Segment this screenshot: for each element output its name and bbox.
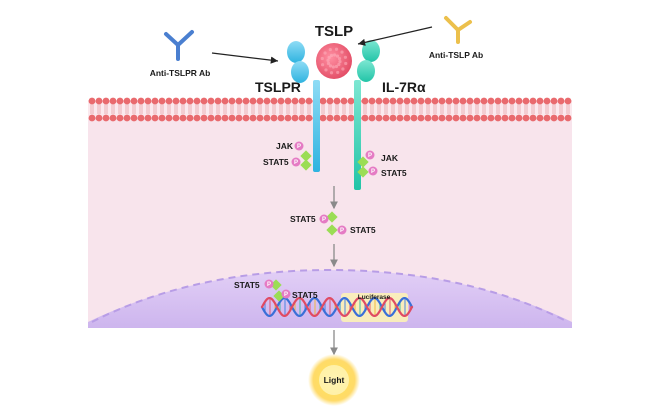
luciferase-label: Luciferase (358, 294, 391, 301)
tslpr-receptor (287, 41, 320, 172)
stat5-dimer-nucleus: P P (264, 279, 291, 302)
phospho-label: P (368, 153, 372, 159)
stat5-left-label: STAT5 (263, 157, 289, 167)
anti-tslpr-ab-label: Anti-TSLPR Ab (150, 68, 211, 78)
tslp-ligand (316, 43, 352, 79)
anti-tslp-antibody (444, 16, 472, 44)
phospho-label: P (294, 160, 298, 166)
tslp-label: TSLP (315, 23, 353, 40)
phospho-label: P (371, 169, 375, 175)
phospho-circle (368, 166, 378, 176)
stat5-dimer-label-a: STAT5 (290, 214, 316, 224)
phospho-circle (337, 225, 347, 235)
phospho-circle (281, 289, 291, 299)
phospho-circle (264, 279, 274, 289)
stat5-nucleus-label-b: STAT5 (292, 290, 318, 300)
stat5-right-label: STAT5 (381, 168, 407, 178)
stat5-dimer-cytoplasm: P P (319, 211, 347, 236)
light-label: Light (324, 375, 345, 385)
phospho-circle (319, 214, 329, 224)
jak-right-label: JAK (381, 153, 399, 163)
phospho-circle (294, 141, 304, 151)
phospho-label: P (322, 217, 326, 223)
nuclear-envelope (91, 268, 569, 323)
tslpr-label: TSLPR (255, 79, 301, 95)
antibody-to-tslpr-arrow (211, 52, 279, 64)
light-emission (308, 354, 360, 406)
stat5-nucleus-label-a: STAT5 (234, 280, 260, 290)
jak-left-label: JAK (276, 141, 294, 151)
dna-helix (260, 293, 414, 322)
cell-membrane (88, 97, 572, 122)
il7ra-jak-stat5-complex: P P (357, 150, 378, 178)
antibody-to-tslp-arrow (357, 26, 433, 46)
phospho-label: P (297, 144, 301, 150)
phospho-label: P (284, 292, 288, 298)
tslpr-jak-stat5-complex: P P (291, 141, 312, 171)
anti-tslp-ab-label: Anti-TSLP Ab (429, 50, 483, 60)
phospho-label: P (267, 282, 271, 288)
phospho-circle (291, 157, 301, 167)
il7ra-label: IL-7Rα (382, 79, 426, 95)
phospho-circle (365, 150, 375, 160)
phospho-label: P (340, 228, 344, 234)
anti-tslpr-antibody (164, 30, 194, 61)
stat5-dimer-label-b: STAT5 (350, 225, 376, 235)
